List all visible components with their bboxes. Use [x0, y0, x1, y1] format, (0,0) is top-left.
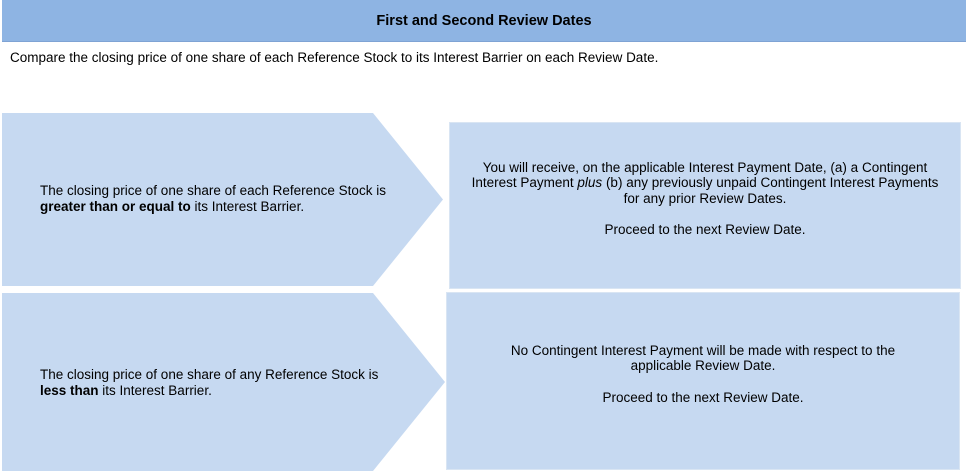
outcome-box-no-interest: No Contingent Interest Payment will be m…: [446, 292, 960, 470]
intro-text: Compare the closing price of one share o…: [10, 50, 659, 65]
arrow-shape: [2, 113, 443, 286]
condition-text-after: its Interest Barrier.: [98, 383, 212, 398]
arrow-shape: [2, 293, 445, 471]
outcome-text: You will receive, on the applicable Inte…: [470, 160, 940, 207]
condition-text: The closing price of one share of each R…: [40, 183, 400, 215]
outcome-text-part2: (b) any previously unpaid Contingent Int…: [602, 175, 939, 206]
condition-text: The closing price of one share of any Re…: [40, 367, 400, 399]
outcome-text: No Contingent Interest Payment will be m…: [510, 342, 896, 374]
condition-text-before: The closing price of one share of any Re…: [40, 367, 379, 382]
outcome-text-part1: You will receive, on the applicable Inte…: [471, 159, 928, 191]
condition-emphasis: greater than or equal to: [40, 199, 191, 214]
condition-arrow-greater-equal: The closing price of one share of each R…: [2, 113, 443, 286]
condition-emphasis: less than: [40, 383, 99, 398]
condition-arrow-less-than: The closing price of one share of any Re…: [2, 293, 445, 471]
header-title: First and Second Review Dates: [376, 12, 592, 29]
proceed-text: Proceed to the next Review Date.: [604, 222, 806, 237]
condition-text-before: The closing price of one share of each R…: [40, 183, 386, 198]
condition-text-after: its Interest Barrier.: [190, 199, 305, 214]
header-bar: First and Second Review Dates: [2, 0, 966, 42]
proceed-text: Proceed to the next Review Date.: [602, 389, 804, 405]
outcome-italic: plus: [577, 175, 603, 190]
outcome-box-interest-paid: You will receive, on the applicable Inte…: [449, 122, 961, 289]
